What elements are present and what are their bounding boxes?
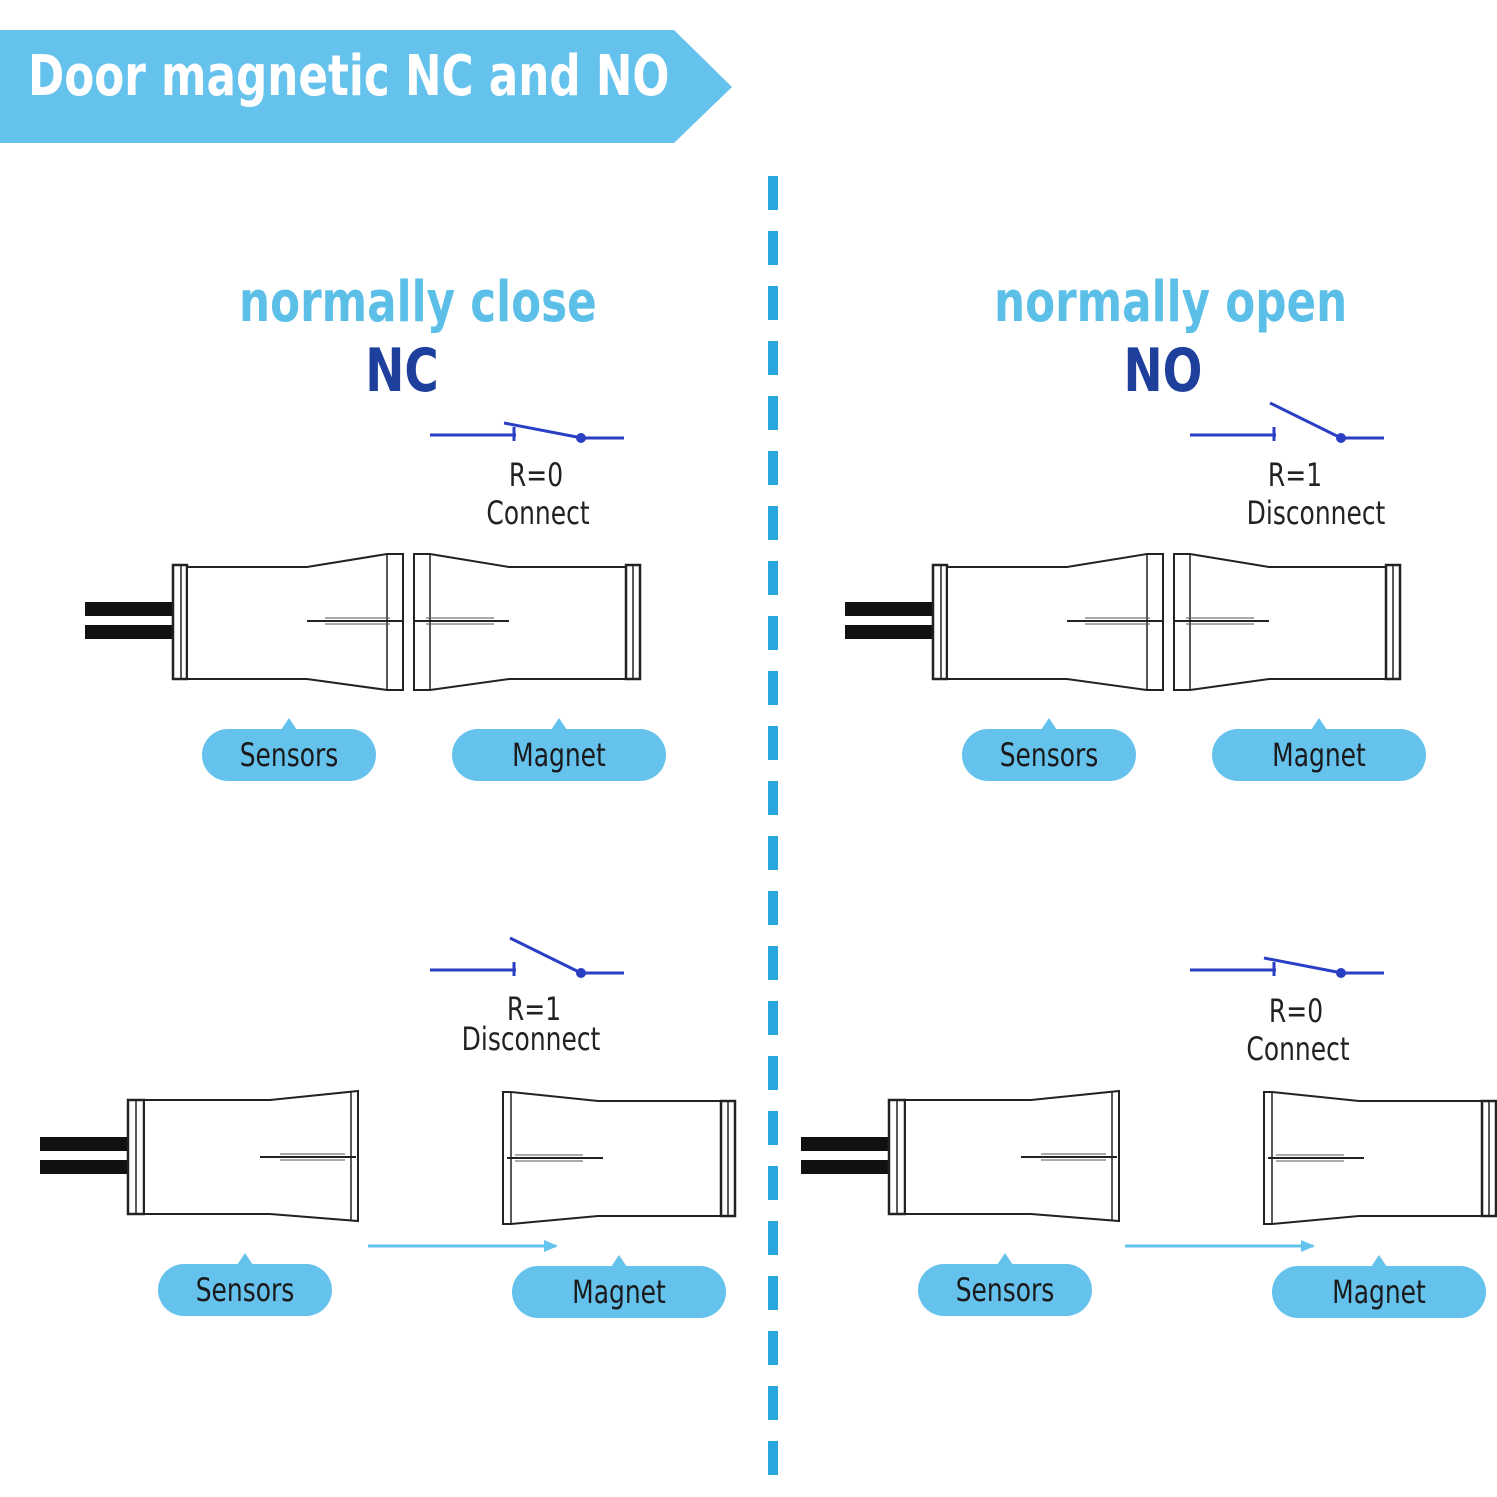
- no-bottom-sensors-tag: Sensors: [918, 1253, 1092, 1316]
- nc-subtitle: normally close: [239, 270, 597, 335]
- nc-top-magnet-tag: Magnet: [452, 718, 666, 781]
- no-top-state: Disconnect: [1246, 494, 1386, 532]
- no-top-magnet-tag: Magnet: [1212, 718, 1426, 781]
- title-banner: [0, 30, 732, 143]
- nc-top-magnet: [412, 552, 642, 692]
- no-bottom-state: Connect: [1246, 1030, 1350, 1068]
- no-bottom-magnet: [1262, 1090, 1497, 1226]
- section-divider: [768, 176, 778, 1476]
- sensors-label: Sensors: [999, 736, 1099, 774]
- sensors-label: Sensors: [239, 736, 339, 774]
- nc-top-switch-icon: [428, 421, 626, 445]
- nc-bottom-magnet: [501, 1090, 737, 1226]
- no-top-sensor: [843, 552, 1165, 692]
- no-bottom-resistance: R=0: [1268, 992, 1324, 1030]
- magnet-label: Magnet: [1272, 736, 1366, 774]
- nc-bottom-sensors-tag: Sensors: [158, 1253, 332, 1316]
- no-abbr: NO: [1123, 336, 1203, 406]
- nc-bottom-sensor: [38, 1089, 360, 1223]
- nc-top-resistance: R=0: [508, 456, 564, 494]
- no-top-sensors-tag: Sensors: [962, 718, 1136, 781]
- sensors-label: Sensors: [955, 1271, 1055, 1309]
- nc-top-state: Connect: [486, 494, 590, 532]
- magnet-label: Magnet: [572, 1273, 666, 1311]
- sensors-label: Sensors: [195, 1271, 295, 1309]
- magnet-label: Magnet: [1332, 1273, 1426, 1311]
- nc-abbr: NC: [365, 336, 439, 406]
- nc-top-sensors-tag: Sensors: [202, 718, 376, 781]
- page-title: Door magnetic NC and NO: [28, 44, 670, 109]
- nc-bottom-switch-icon: [428, 936, 626, 980]
- nc-top-sensor: [83, 552, 405, 692]
- no-top-resistance: R=1: [1267, 456, 1323, 494]
- nc-bottom-state: Disconnect: [461, 1020, 601, 1058]
- no-bottom-magnet-tag: Magnet: [1272, 1255, 1486, 1318]
- no-subtitle: normally open: [994, 270, 1348, 335]
- nc-bottom-magnet-tag: Magnet: [512, 1255, 726, 1318]
- no-bottom-switch-icon: [1188, 956, 1386, 980]
- nc-bottom-resistance: R=1: [506, 990, 562, 1028]
- no-top-magnet: [1172, 552, 1402, 692]
- no-top-switch-icon: [1188, 401, 1386, 445]
- no-bottom-sensor: [799, 1089, 1121, 1223]
- magnet-label: Magnet: [512, 736, 606, 774]
